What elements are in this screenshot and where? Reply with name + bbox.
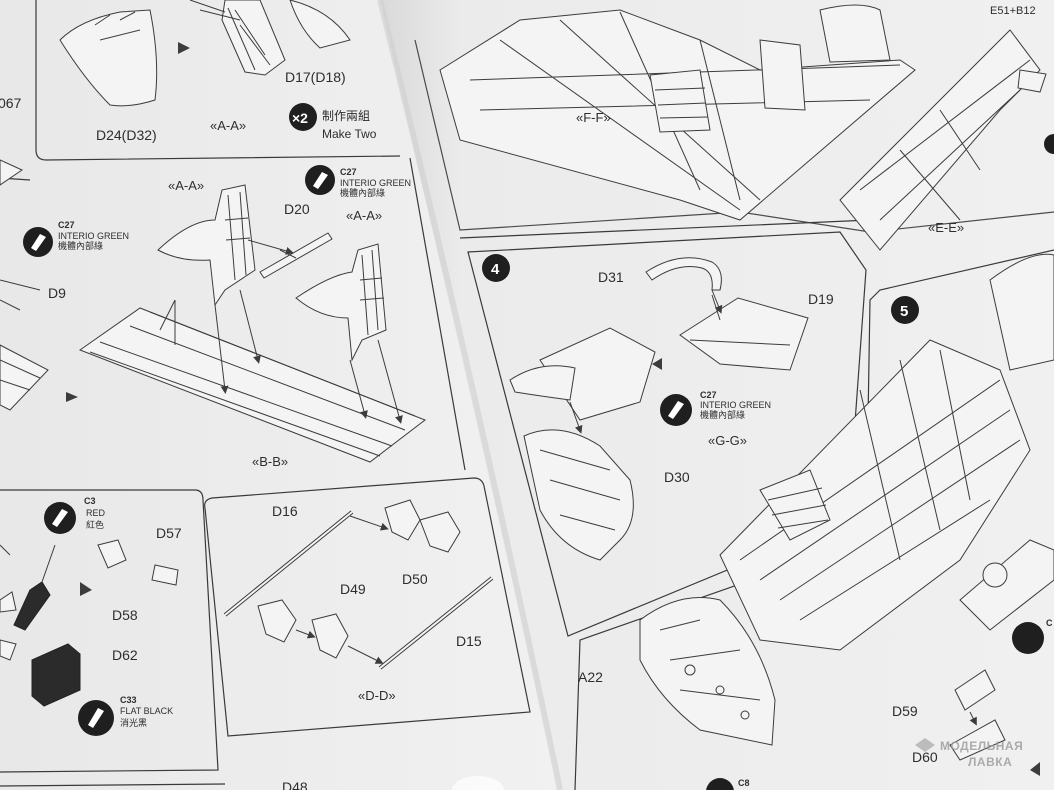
panel-left-bottom: C3 RED 紅色 D57 D58 D62 D48 C33 FLAT BLACK…	[0, 489, 308, 790]
paint-name: INTERIO GREEN	[700, 400, 771, 410]
part-label-d57: D57	[156, 525, 182, 541]
paint-marker-interio-green-top: C27 INTERIO GREEN 機體內部綠	[305, 165, 411, 198]
view-label-aa-2: «A-A»	[346, 208, 382, 223]
view-label-aa-1: «A-A»	[168, 178, 204, 193]
view-label-dd: «D-D»	[358, 688, 396, 703]
part-label-e51-b12: E51+B12	[990, 5, 1036, 17]
step-number-4: 4	[491, 261, 500, 278]
view-label-gg: «G-G»	[708, 433, 747, 448]
panel-top-right: E51+B12 «F-F» «E-E»	[414, 4, 1054, 251]
part-label-067: 067	[0, 95, 22, 111]
part-label-d48: D48	[282, 779, 308, 790]
part-label-d20: D20	[284, 201, 310, 217]
part-label-d17: D17(D18)	[285, 69, 346, 85]
paint-marker-flat-black: C33 FLAT BLACK 消光黑	[78, 695, 173, 736]
view-label-ff: «F-F»	[576, 110, 611, 125]
make-two-multiplier: ×2	[292, 110, 308, 126]
view-label-ee: «E-E»	[928, 220, 964, 235]
seat-frame-aa-1	[157, 184, 256, 307]
watermark-line-2: ЛАВКА	[968, 755, 1012, 769]
panel-step-5: 5 A22 D59 D60 C8 C	[574, 249, 1054, 790]
watermark: МОДЕЛЬНАЯ ЛАВКА	[915, 738, 1023, 769]
part-label-d15: D15	[456, 633, 482, 649]
paint-name: INTERIO GREEN	[58, 231, 129, 241]
part-label-d19: D19	[808, 291, 834, 307]
paint-code: C27	[58, 220, 75, 230]
cockpit-assembly-drawing	[719, 339, 1031, 651]
paint-name: RED	[86, 508, 106, 518]
paint-name: INTERIO GREEN	[340, 178, 411, 188]
part-label-d59: D59	[892, 703, 918, 719]
make-two-cn: 制作兩組	[322, 109, 370, 123]
part-label-a22: A22	[578, 669, 603, 685]
paint-code: C3	[84, 496, 96, 506]
paint-code: C8	[738, 778, 750, 788]
paint-cn: 機體內部綠	[700, 409, 745, 420]
watermark-line-1: МОДЕЛЬНАЯ	[940, 739, 1023, 753]
panel-dd: D16 D49 D50 D15 «D-D»	[204, 477, 531, 737]
floor-rail-drawing	[78, 307, 427, 463]
paint-cn: 紅色	[86, 519, 104, 530]
extinguisher-drawing	[13, 581, 51, 631]
step-number-5: 5	[900, 303, 908, 320]
make-two-badge	[289, 103, 317, 131]
part-label-d62: D62	[112, 647, 138, 663]
instrument-panel-a22	[639, 597, 776, 746]
paint-marker-red: C3 RED 紅色	[44, 496, 106, 534]
paint-cn: 消光黑	[120, 717, 147, 728]
plate-d19-drawing	[679, 297, 809, 371]
part-label-d58: D58	[112, 607, 138, 623]
step-badge-5	[891, 296, 919, 324]
fuselage-frame-ee	[839, 29, 1041, 251]
ring-d31-drawing	[645, 257, 722, 291]
paint-code: C27	[340, 167, 357, 177]
paint-marker-interio-green-step4: C27 INTERIO GREEN 機體內部綠	[660, 390, 771, 426]
part-label-d50: D50	[402, 571, 428, 587]
bar-d20-drawing	[259, 232, 333, 279]
panel-top-left: 067 D24(D32) «A-A» D17(D18) ×2 制作兩組 Make…	[0, 0, 401, 181]
paint-marker-right-edge: C	[1012, 618, 1053, 654]
view-label-bb: «B-B»	[252, 454, 288, 469]
paint-marker-c8: C8	[706, 778, 750, 790]
part-label-d31: D31	[598, 269, 624, 285]
part-label-d49: D49	[340, 581, 366, 597]
paint-cn: 機體內部綠	[340, 187, 385, 198]
paint-code: C27	[700, 390, 717, 400]
step-badge-4	[482, 254, 510, 282]
part-label-d24: D24(D32)	[96, 127, 157, 143]
panel-step-4: 4 D31 D19 D30 C27 INTERIO GREEN 機體內部綠 «G…	[467, 231, 867, 637]
seat-d24-drawing	[59, 9, 158, 107]
part-label-d30: D30	[664, 469, 690, 485]
part-label-d60: D60	[912, 749, 938, 765]
make-two-en: Make Two	[322, 127, 377, 141]
view-label-aa-top: «A-A»	[210, 118, 246, 133]
part-label-d9: D9	[48, 285, 66, 301]
part-label-d16: D16	[272, 503, 298, 519]
paint-marker-interio-green-left: C27 INTERIO GREEN 機體內部綠	[23, 220, 129, 257]
paint-name: FLAT BLACK	[120, 706, 173, 716]
paint-cn: 機體內部綠	[58, 240, 103, 251]
panel-bb: «A-A» «A-A» D20 D9 «B-B» C27 INTERIO GRE…	[0, 157, 466, 471]
paint-code: C33	[120, 695, 137, 705]
box-d62-drawing	[31, 643, 81, 707]
paint-code: C	[1046, 618, 1053, 628]
page-fold-shadow	[377, 0, 563, 790]
